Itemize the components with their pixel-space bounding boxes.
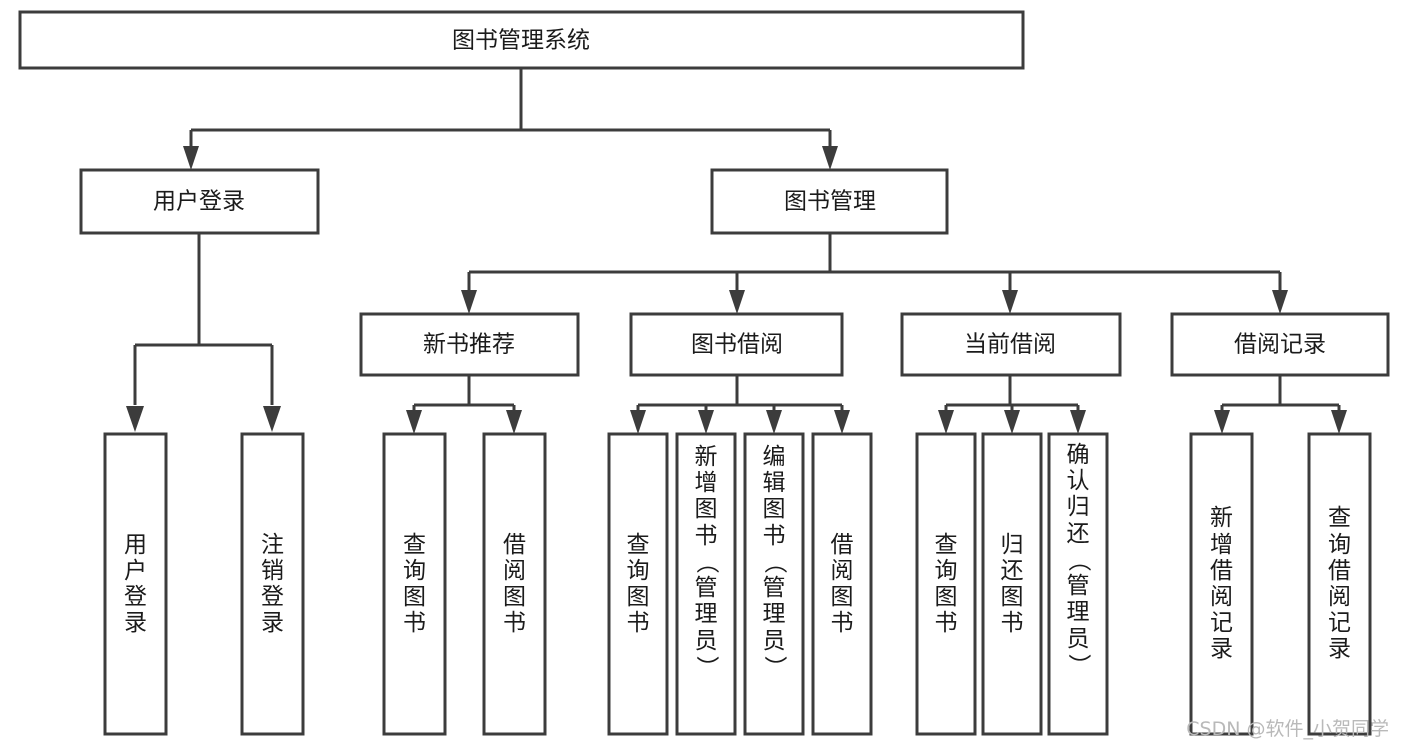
connector-currentborrow-to-leaves [938, 375, 1086, 434]
node-new-book-recommend[interactable] [359, 312, 580, 377]
arrow-head-icon [834, 410, 850, 434]
leaf-currentborrow-return[interactable] [981, 432, 1043, 736]
arrow-head-icon [938, 410, 954, 434]
arrow-head-icon [506, 410, 522, 434]
node-current-borrow[interactable] [900, 312, 1122, 377]
node-root-system-label: 图书管理系统 [452, 28, 590, 54]
leaf-currentborrow-confirm[interactable] [1047, 432, 1109, 736]
node-borrow-record[interactable] [1170, 312, 1390, 377]
arrow-head-icon [1070, 410, 1086, 434]
node-new-book-recommend-label: 新书推荐 [423, 332, 515, 358]
node-borrow-record-label: 借阅记录 [1234, 332, 1326, 358]
arrow-head-icon [729, 290, 745, 314]
leaf-bookborrow-query[interactable] [607, 432, 669, 736]
node-book-management[interactable] [710, 168, 949, 235]
arrow-head-icon [1272, 290, 1288, 314]
connector-bookborrow-to-leaves [630, 375, 850, 434]
connector-bookmgmt-to-level3 [461, 233, 1288, 314]
csdn-watermark: CSDN @软件_小贺同学 [1186, 718, 1389, 740]
connector-root-to-level2 [183, 68, 838, 170]
node-book-borrow-label: 图书借阅 [691, 332, 783, 358]
arrow-head-icon [183, 146, 199, 170]
arrow-head-icon [822, 146, 838, 170]
node-current-borrow-label: 当前借阅 [964, 332, 1056, 358]
leaf-user-login-login[interactable] [103, 432, 168, 736]
arrow-head-icon [406, 410, 422, 434]
arrow-head-icon [461, 290, 477, 314]
arrow-head-icon [263, 406, 281, 432]
leaf-bookborrow-edit[interactable] [743, 432, 805, 736]
arrow-head-icon [1004, 410, 1020, 434]
leaf-user-login-logout[interactable] [240, 432, 305, 736]
leaf-newbook-query[interactable] [382, 432, 447, 736]
node-user-login-label: 用户登录 [153, 189, 245, 215]
arrow-head-icon [698, 410, 714, 434]
leaf-bookborrow-borrow[interactable] [811, 432, 873, 736]
node-user-login[interactable] [79, 168, 320, 235]
leaf-newbook-borrow[interactable] [482, 432, 547, 736]
arrow-head-icon [1214, 410, 1230, 434]
node-book-management-label: 图书管理 [784, 189, 876, 215]
arrow-head-icon [126, 406, 144, 432]
node-root-system[interactable] [18, 10, 1025, 70]
arrow-head-icon [630, 410, 646, 434]
connector-userlogin-to-leaves [126, 233, 281, 432]
leaf-currentborrow-query[interactable] [915, 432, 977, 736]
leaf-bookborrow-add[interactable] [675, 432, 737, 736]
connector-borrowrecord-to-leaves [1214, 375, 1347, 434]
arrow-head-icon [1002, 290, 1018, 314]
arrow-head-icon [766, 410, 782, 434]
connector-newbook-to-leaves [406, 375, 522, 434]
leaf-borrowrecord-query[interactable] [1307, 432, 1372, 736]
arrow-head-icon [1331, 410, 1347, 434]
leaf-borrowrecord-add[interactable] [1189, 432, 1254, 736]
node-book-borrow[interactable] [629, 312, 844, 377]
